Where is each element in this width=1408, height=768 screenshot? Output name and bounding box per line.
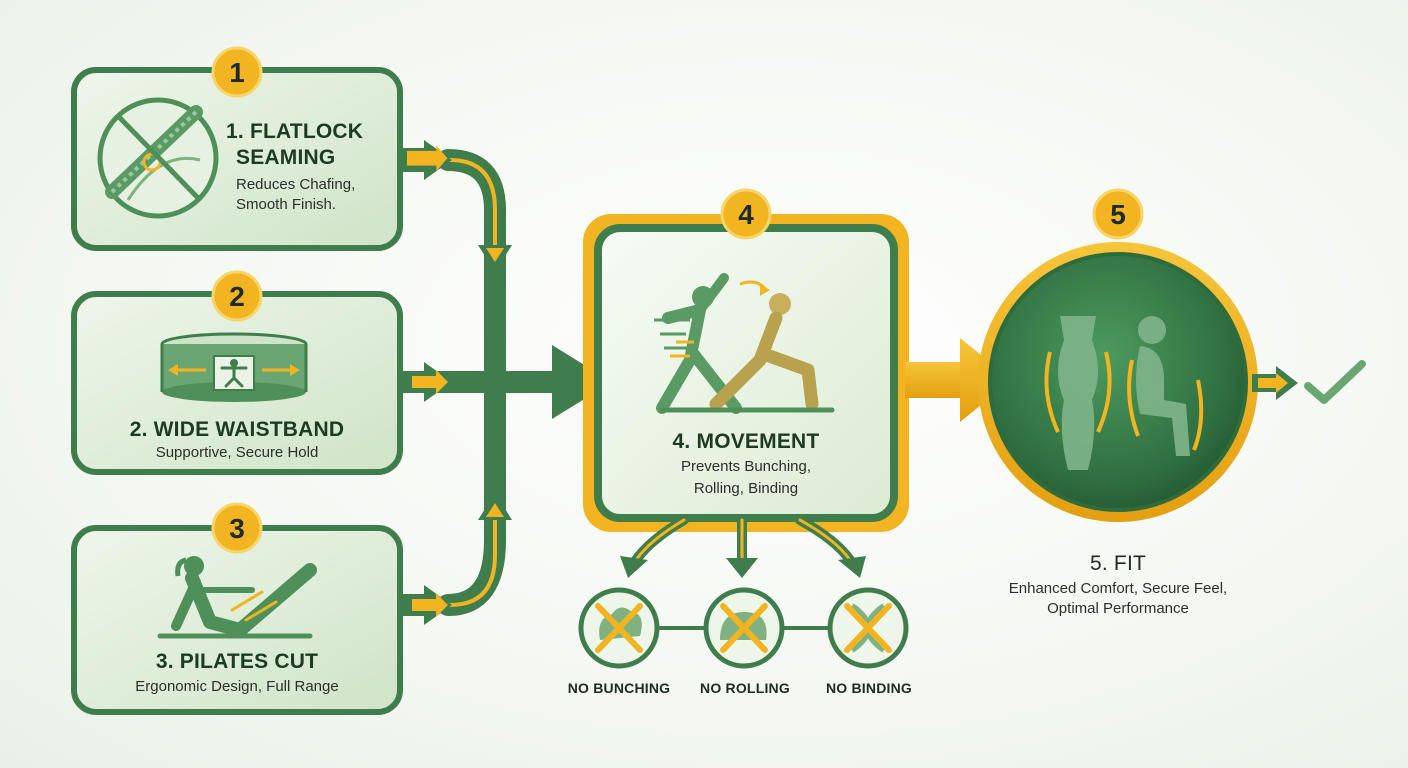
step-5-title: 5. FIT bbox=[1089, 552, 1147, 575]
outcome-no-rolling-label: NO ROLLING bbox=[700, 680, 790, 696]
step-5-desc-line-2: Optimal Performance bbox=[1047, 600, 1189, 617]
step-5-fit-circle bbox=[978, 242, 1258, 522]
badge-2: 2 bbox=[211, 270, 263, 322]
badge-3: 3 bbox=[211, 502, 263, 554]
arrow-down-to-junction bbox=[478, 245, 512, 272]
badge-5: 5 bbox=[1092, 188, 1144, 240]
movement-figures-icon bbox=[654, 273, 835, 414]
arrow-from-step-2 bbox=[400, 362, 452, 402]
fit-silhouettes-icon bbox=[1058, 316, 1190, 470]
branch-arrows bbox=[631, 515, 855, 565]
branch-arrowheads bbox=[620, 556, 866, 578]
arrow-from-step-3 bbox=[400, 585, 452, 625]
step-1-card bbox=[71, 67, 403, 251]
badge-1: 1 bbox=[211, 46, 263, 98]
step-1-desc-line-1: Reduces Chafing, bbox=[236, 176, 356, 193]
step-3-desc: Ergonomic Design, Full Range bbox=[135, 678, 339, 695]
badge-4-number: 4 bbox=[738, 199, 754, 230]
badge-1-number: 1 bbox=[229, 57, 245, 88]
step-4-desc-line-2: Rolling, Binding bbox=[693, 480, 799, 497]
badge-4: 4 bbox=[720, 188, 772, 240]
no-bunching-icon bbox=[578, 587, 660, 669]
check-icon bbox=[1304, 360, 1366, 404]
arrow-into-step-4 bbox=[552, 345, 612, 419]
step-4-desc-line-1: Prevents Bunching, bbox=[680, 458, 812, 475]
pilates-figure-icon bbox=[157, 556, 317, 639]
no-rolling-icon bbox=[703, 587, 785, 669]
arrow-up-to-junction bbox=[478, 493, 512, 520]
step-2-title: 2. WIDE WAISTBAND bbox=[129, 418, 345, 441]
step-5-desc-line-1: Enhanced Comfort, Secure Feel, bbox=[1008, 580, 1228, 597]
step-1-desc-line-2: Smooth Finish. bbox=[236, 196, 337, 213]
step-3-card bbox=[71, 525, 403, 715]
badge-2-number: 2 bbox=[229, 281, 245, 312]
arrow-to-check bbox=[1252, 366, 1298, 400]
arrow-from-step-1 bbox=[400, 140, 452, 180]
step-2-desc: Supportive, Secure Hold bbox=[155, 444, 319, 461]
connector-highlights bbox=[448, 158, 497, 607]
step-1-title-line-1: 1. FLATLOCK bbox=[226, 120, 364, 143]
badge-3-number: 3 bbox=[229, 513, 245, 544]
badge-5-number: 5 bbox=[1110, 199, 1126, 230]
waistband-icon bbox=[160, 332, 308, 402]
flatlock-seam-icon bbox=[97, 97, 219, 219]
outcome-no-bunching-label: NO BUNCHING bbox=[567, 680, 671, 696]
outcome-no-binding-label: NO BINDING bbox=[826, 680, 912, 696]
step-3-title: 3. PILATES CUT bbox=[155, 650, 319, 673]
step-4-title: 4. MOVEMENT bbox=[672, 430, 820, 453]
step-1-title-line-2: SEAMING bbox=[236, 146, 336, 169]
no-binding-icon bbox=[827, 587, 909, 669]
